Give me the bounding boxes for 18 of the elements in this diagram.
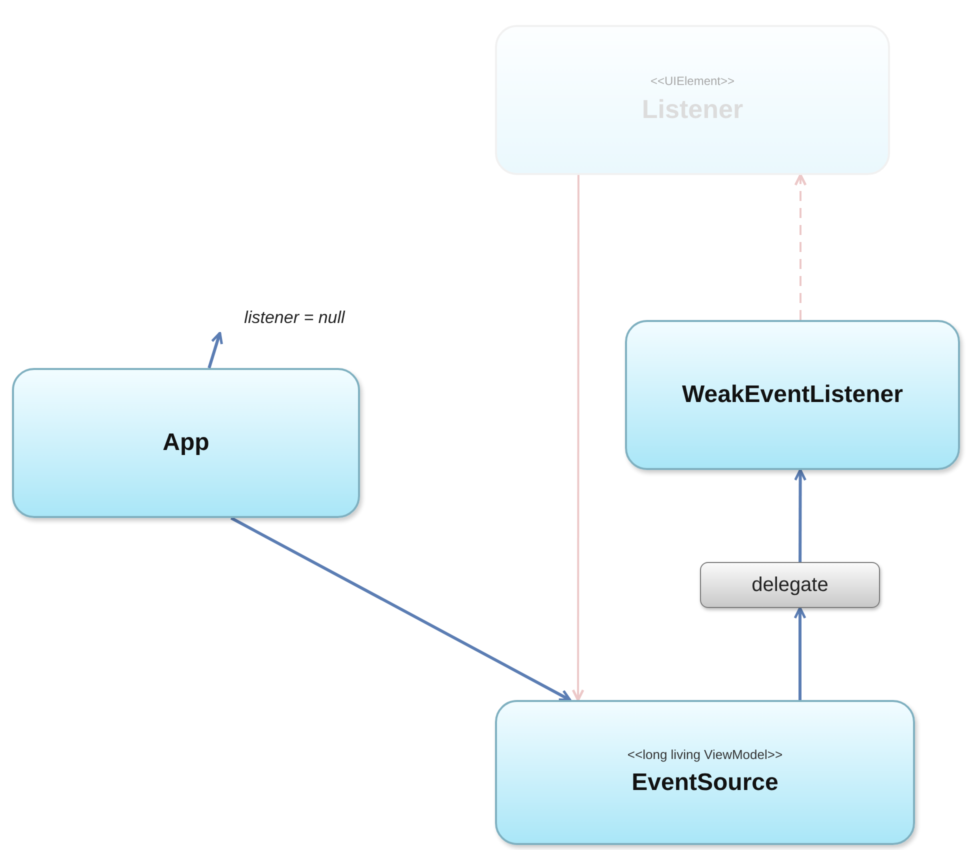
arrow xyxy=(572,175,584,702)
delegate-box xyxy=(700,562,880,608)
arrow xyxy=(794,468,807,562)
arrow xyxy=(208,332,223,368)
node-label: WeakEventListener xyxy=(682,380,903,410)
dashed-arrow xyxy=(794,174,807,320)
node-label: EventSource xyxy=(632,768,778,798)
node-label: listener = null xyxy=(244,307,345,329)
stereotype-label: <<long living ViewModel>> xyxy=(627,747,783,764)
class-box xyxy=(12,368,360,518)
faded-class-box xyxy=(495,25,890,175)
class-box xyxy=(625,320,960,470)
class-box xyxy=(495,700,915,845)
arrow xyxy=(230,516,572,702)
stereotype-label: <<UIElement>> xyxy=(650,74,735,90)
node-label: App xyxy=(162,428,210,458)
node-label: delegate xyxy=(752,572,828,598)
arrow xyxy=(794,606,806,700)
